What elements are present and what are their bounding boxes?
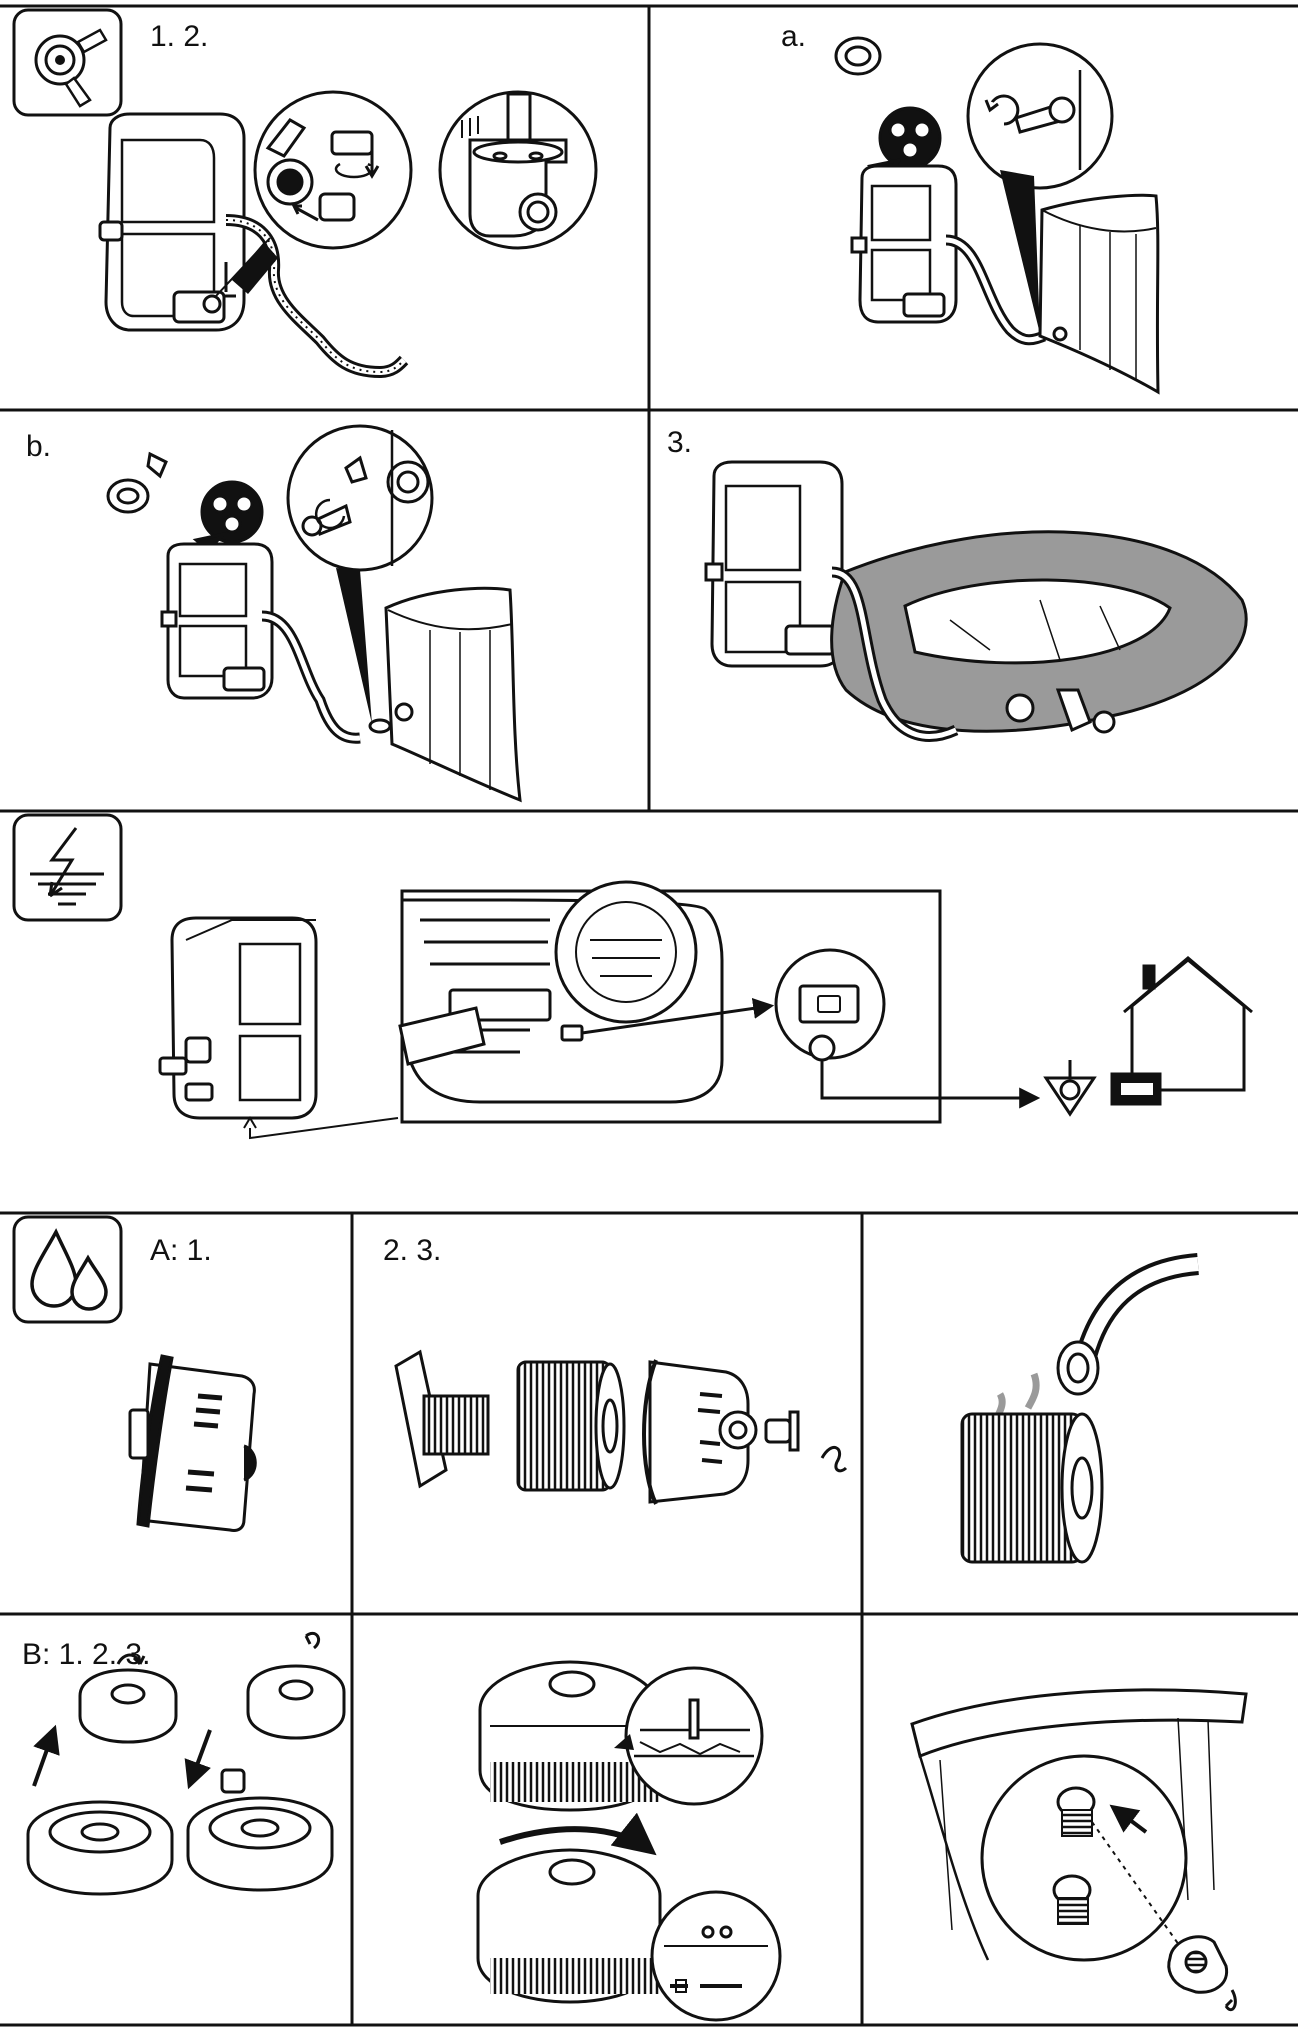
panel-rinse-filter	[960, 1253, 1200, 1564]
step-label-B-1-2-3: B: 1. 2. 3.	[22, 1638, 151, 1671]
hose-connector-icon	[12, 8, 123, 117]
panel-attach-b	[106, 424, 522, 803]
panel-install-floater	[910, 1688, 1248, 2012]
panel-A1-filter-cartridge	[128, 1354, 257, 1532]
step-label-3: 3.	[667, 426, 693, 459]
grounding-electric-icon	[12, 813, 123, 922]
step-label-A1: A: 1.	[150, 1234, 212, 1267]
panel-grounding	[158, 880, 1253, 1140]
step-label-2-3: 2. 3.	[383, 1234, 442, 1267]
panel-attach-a	[834, 36, 1160, 395]
step-label-a: a.	[781, 20, 807, 53]
panel-grid	[0, 4, 1298, 2027]
water-drops-icon	[12, 1215, 123, 1324]
panel-connect-hoses	[98, 90, 598, 379]
panel-A23-filter-parts	[394, 1349, 848, 1505]
panel-B123-floater	[26, 1631, 346, 1896]
panel-floater-lock	[476, 1660, 782, 2022]
step-label-1-2: 1. 2.	[150, 20, 209, 53]
step-label-b: b.	[26, 430, 52, 463]
panel-fill	[704, 460, 1248, 742]
